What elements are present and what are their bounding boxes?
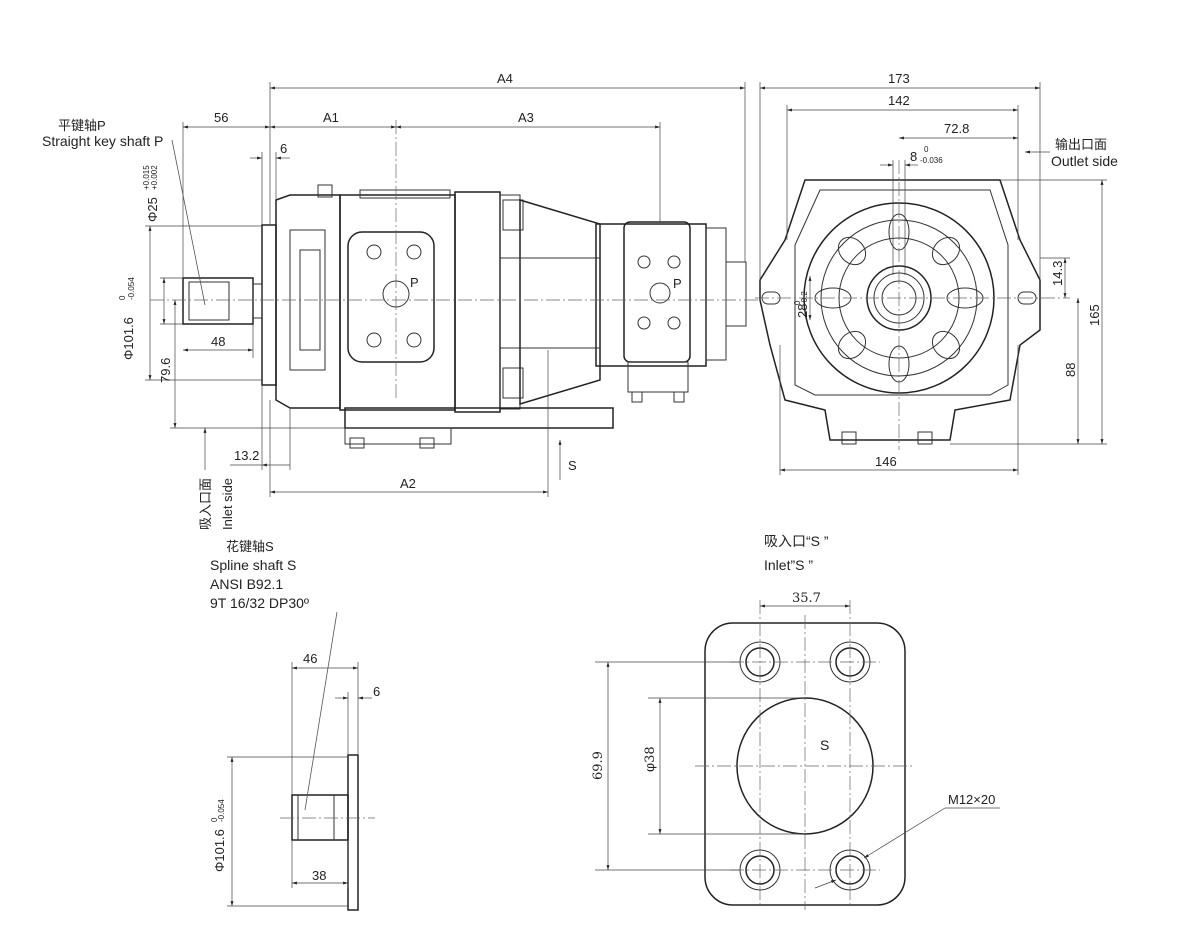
drive-shaft <box>182 277 254 325</box>
svg-text:0: 0 <box>793 300 802 305</box>
inlet-port-view: S 35.7 69.9 φ38 M12×20 吸入口“S ” Inlet”S ” <box>591 533 1000 910</box>
dim-28: 28 <box>795 304 810 318</box>
flat-key-shaft-label-en: Straight key shaft P <box>42 133 163 149</box>
dim-146: 146 <box>875 454 897 469</box>
end-housing <box>759 179 1041 441</box>
dim-79-6: 79.6 <box>158 358 173 383</box>
inlet-side-label-cn: 吸入口面 <box>198 478 213 530</box>
side-view: P P A4 A1 <box>42 71 760 530</box>
flat-key-shaft-label-cn: 平键轴P <box>58 118 106 133</box>
spline-dim-6: 6 <box>373 684 380 699</box>
svg-text:0: 0 <box>210 817 219 822</box>
svg-text:0: 0 <box>118 295 127 300</box>
inlet-side-label-en: Inlet side <box>220 478 235 530</box>
outlet-port-flange <box>347 231 435 363</box>
inlet-dim-69-9: 69.9 <box>591 751 606 780</box>
svg-text:0: 0 <box>924 145 929 154</box>
pump-body <box>339 194 456 411</box>
dim-72-8: 72.8 <box>944 121 969 136</box>
taper-section <box>519 198 601 406</box>
spline-dim-phi101: Φ101.6 <box>212 829 227 872</box>
svg-text:-0.054: -0.054 <box>217 799 226 822</box>
svg-text:+0.015: +0.015 <box>142 165 151 190</box>
dim-56: 56 <box>214 110 228 125</box>
dim-a2: A2 <box>400 476 416 491</box>
svg-text:-0.054: -0.054 <box>127 277 136 300</box>
spline-spec-label: 9T 16/32 DP30º <box>210 595 309 611</box>
base-plate <box>344 407 614 429</box>
spline-standard-label: ANSI B92.1 <box>210 576 283 592</box>
svg-text:+0.002: +0.002 <box>150 165 159 190</box>
spline-shaft-label-cn: 花键轴S <box>226 539 274 554</box>
dim-phi101: Φ101.6 <box>121 317 136 360</box>
dim-88: 88 <box>1063 363 1078 377</box>
svg-text:-0.036: -0.036 <box>920 156 943 165</box>
spline-shaft-view: 46 6 38 Φ101.6 0 -0.054 花键轴S Spline shaf… <box>210 539 380 911</box>
dim-a1: A1 <box>323 110 339 125</box>
port-p-label: P <box>410 275 419 290</box>
mid-housing <box>454 191 501 413</box>
mount-flange <box>261 224 277 386</box>
suction-s-label: S <box>568 458 577 473</box>
dim-13-2: 13.2 <box>234 448 259 463</box>
spline-dim-46: 46 <box>303 651 317 666</box>
inlet-dim-phi38: φ38 <box>643 746 658 772</box>
dim-6: 6 <box>280 141 287 156</box>
dim-165: 165 <box>1087 304 1102 326</box>
dim-8: 8 <box>910 149 917 164</box>
outlet-side-label-en: Outlet side <box>1051 153 1118 169</box>
inlet-port-label-en: Inlet”S ” <box>764 557 813 573</box>
dim-a3: A3 <box>518 110 534 125</box>
rear-port-p-label: P <box>673 276 682 291</box>
front-housing <box>275 194 341 409</box>
spline-dim-38: 38 <box>312 868 326 883</box>
dim-173: 173 <box>888 71 910 86</box>
inlet-thread-m12: M12×20 <box>948 792 995 807</box>
dim-48: 48 <box>211 334 225 349</box>
dim-14-3: 14.3 <box>1050 261 1065 286</box>
spline-shaft-label-en: Spline shaft S <box>210 557 296 573</box>
inlet-port-label-cn: 吸入口“S ” <box>764 533 829 549</box>
outlet-side-label-cn: 输出口面 <box>1055 137 1107 152</box>
svg-text:-0.2: -0.2 <box>800 291 809 305</box>
inlet-dim-35-7: 35.7 <box>792 591 821 606</box>
end-view: 173 142 72.8 8 0 -0.036 28 0 -0.2 14.3 1… <box>755 71 1118 475</box>
dim-a4: A4 <box>497 71 513 86</box>
dim-phi25: Φ25 <box>145 197 160 222</box>
inlet-s-label: S <box>820 737 829 753</box>
dim-142: 142 <box>888 93 910 108</box>
